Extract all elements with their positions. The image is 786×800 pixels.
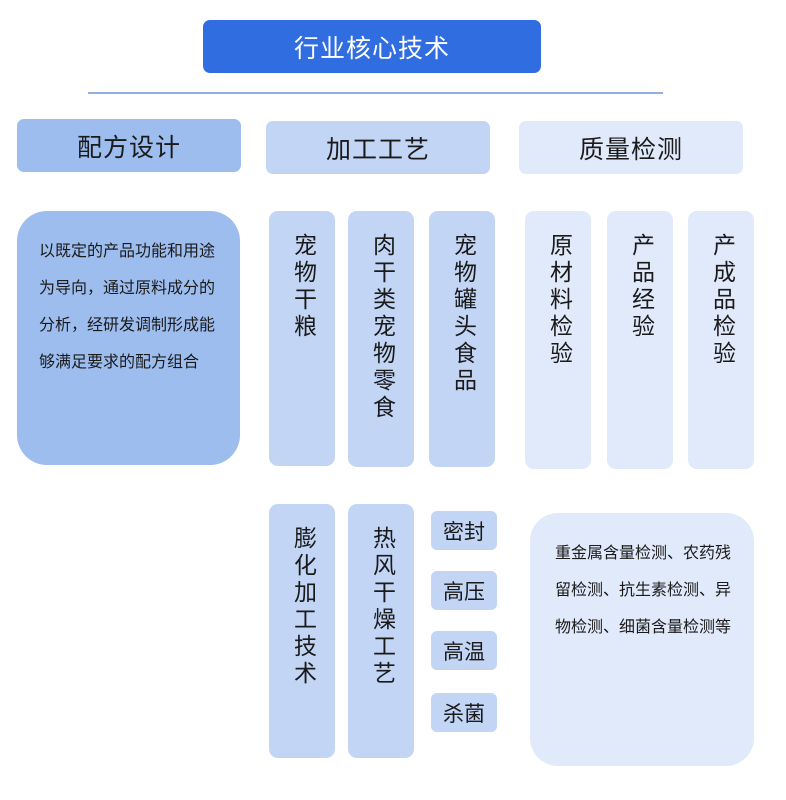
- technique-hot-air-drying-label: 热风干燥工艺: [368, 526, 395, 688]
- canning-step-pressure-label: 高压: [443, 579, 485, 604]
- product-jerky-snacks: 肉干类宠物零食: [348, 211, 414, 467]
- product-pet-dry-food: 宠物干粮: [269, 211, 335, 466]
- header-formula-design-label: 配方设计: [76, 132, 181, 162]
- header-processing-label: 加工工艺: [325, 134, 430, 164]
- page-title: 行业核心技术: [203, 20, 541, 73]
- header-processing: 加工工艺: [266, 121, 490, 174]
- product-pet-dry-food-label: 宠物干粮: [289, 233, 316, 341]
- technique-puffing: 膨化加工技术: [269, 504, 335, 758]
- stage-raw-material-inspection-label: 原材料检验: [545, 233, 572, 368]
- product-jerky-snacks-label: 肉干类宠物零食: [368, 233, 395, 422]
- canning-step-seal: 密封: [431, 511, 497, 550]
- product-canned-food-label: 宠物罐头食品: [449, 233, 476, 395]
- canning-step-sterilize: 杀菌: [431, 693, 497, 732]
- stage-product-inspection: 产品经验: [607, 211, 673, 469]
- stage-product-inspection-label: 产品经验: [627, 233, 654, 341]
- canning-step-temperature: 高温: [431, 631, 497, 670]
- quality-testing-description-text: 重金属含量检测、农药残留检测、抗生素检测、异物检测、细菌含量检测等: [555, 543, 732, 636]
- header-quality-testing-label: 质量检测: [578, 134, 683, 164]
- product-canned-food: 宠物罐头食品: [429, 211, 495, 467]
- header-formula-design: 配方设计: [17, 119, 241, 172]
- canning-step-seal-label: 密封: [443, 519, 485, 544]
- canning-step-temperature-label: 高温: [443, 639, 485, 664]
- stage-finished-product-inspection: 产成品检验: [688, 211, 754, 469]
- canning-step-sterilize-label: 杀菌: [443, 701, 485, 726]
- formula-design-description-text: 以既定的产品功能和用途为导向，通过原料成分的分析，经研发调制形成能够满足要求的配…: [39, 241, 216, 371]
- canning-step-pressure: 高压: [431, 571, 497, 610]
- technique-hot-air-drying: 热风干燥工艺: [348, 504, 414, 758]
- title-divider: [88, 92, 663, 94]
- stage-finished-product-inspection-label: 产成品检验: [708, 233, 735, 368]
- quality-testing-description: 重金属含量检测、农药残留检测、抗生素检测、异物检测、细菌含量检测等: [530, 513, 754, 766]
- formula-design-description: 以既定的产品功能和用途为导向，通过原料成分的分析，经研发调制形成能够满足要求的配…: [17, 211, 240, 465]
- header-quality-testing: 质量检测: [519, 121, 743, 174]
- stage-raw-material-inspection: 原材料检验: [525, 211, 591, 469]
- technique-puffing-label: 膨化加工技术: [289, 526, 316, 688]
- page-title-text: 行业核心技术: [293, 33, 450, 63]
